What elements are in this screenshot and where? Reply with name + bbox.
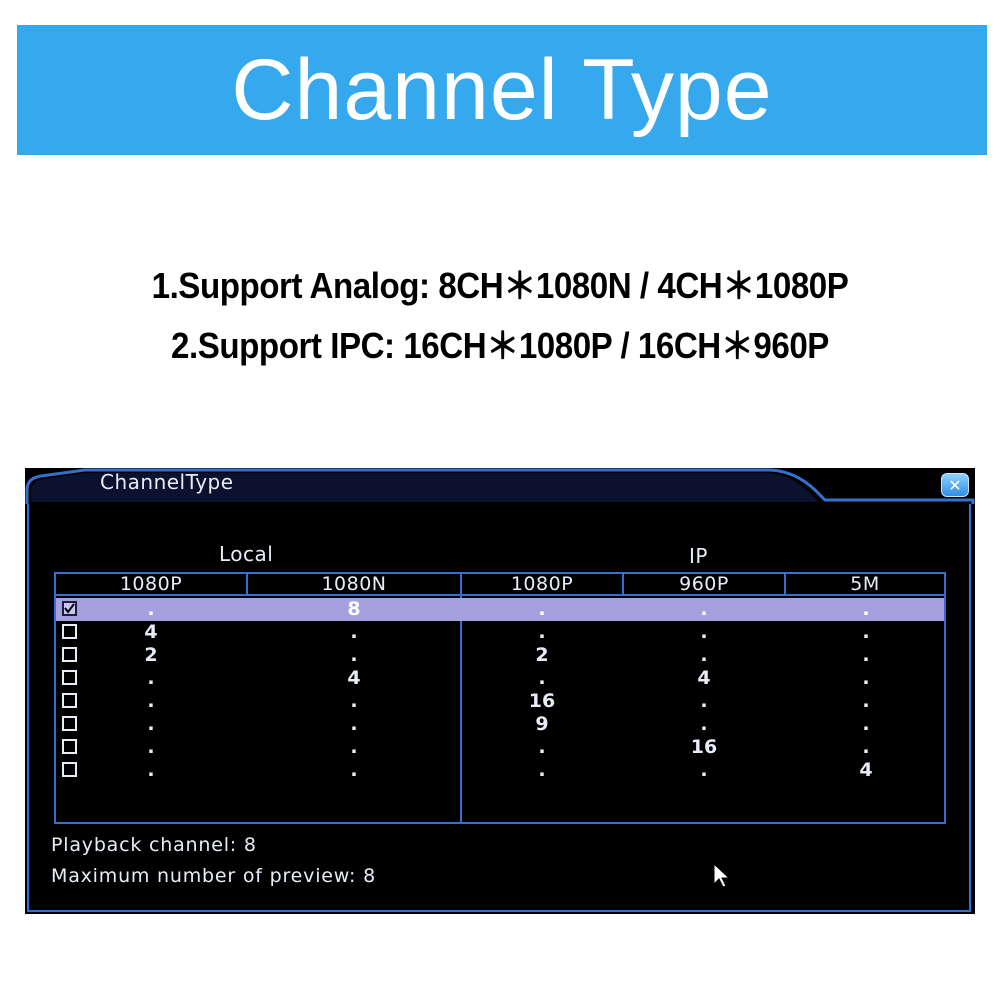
titlebar-frame — [25, 468, 975, 504]
close-button[interactable]: ✕ — [941, 473, 969, 497]
row-checkbox[interactable] — [62, 670, 77, 685]
table-cell: 4 — [859, 759, 873, 781]
table-cell: 4 — [347, 667, 361, 689]
col-ip-5m: 5M — [850, 573, 880, 595]
table-cell: . — [147, 759, 155, 781]
table-cell: 2 — [144, 644, 158, 666]
table-cell: . — [350, 644, 358, 666]
row-checkbox[interactable] — [62, 739, 77, 754]
table-cell: . — [350, 736, 358, 758]
table-cell: 4 — [144, 621, 158, 643]
feature-analog: 1.Support Analog: 8CH＊1080N / 4CH＊1080P — [151, 265, 849, 306]
table-cell: . — [700, 690, 708, 712]
table-cell: 2 — [535, 644, 549, 666]
table-cell: . — [147, 713, 155, 735]
table-cell: . — [147, 667, 155, 689]
row-checkbox[interactable] — [62, 693, 77, 708]
table-cell: 16 — [528, 690, 556, 712]
table-row[interactable]: . 4. 4. — [56, 667, 944, 690]
table-cell: 4 — [697, 667, 711, 689]
table-cell: . — [862, 713, 870, 735]
row-checkbox[interactable] — [62, 647, 77, 662]
window-body: Local IP 1080P 1080N 1080P 960P 5M .8...… — [27, 504, 971, 912]
table-cell: . — [700, 644, 708, 666]
table-cell: . — [538, 621, 546, 643]
table-cell: . — [862, 736, 870, 758]
table-cell: . — [700, 759, 708, 781]
divider — [622, 574, 624, 596]
table-row[interactable]: .. 16.. — [56, 690, 944, 713]
checkmark-icon — [64, 603, 75, 614]
table-row[interactable]: .... 4 — [56, 759, 944, 782]
table-cell: . — [538, 598, 546, 620]
table-cell: . — [538, 736, 546, 758]
feature-ipc: 2.Support IPC: 16CH＊1080P / 16CH＊960P — [171, 325, 829, 366]
table-cell: 8 — [347, 598, 361, 620]
table-cell: . — [862, 644, 870, 666]
playback-channel: Playback channel: 8 — [51, 834, 257, 856]
table-cell: 16 — [690, 736, 718, 758]
divider-local-ip — [460, 574, 462, 822]
table-header: 1080P 1080N 1080P 960P 5M — [56, 574, 944, 596]
table-cell: . — [147, 736, 155, 758]
table-cell: . — [862, 667, 870, 689]
table-cell: . — [862, 621, 870, 643]
mouse-cursor-icon — [713, 862, 731, 888]
row-checkbox[interactable] — [62, 716, 77, 731]
table-cell: . — [147, 690, 155, 712]
table-row[interactable]: 2. 2.. — [56, 644, 944, 667]
table-cell: . — [700, 598, 708, 620]
table-row[interactable]: ... 16. — [56, 736, 944, 759]
table-cell: . — [350, 621, 358, 643]
channel-type-window: ChannelType ✕ Local IP 1080P 1080N 1080P… — [25, 468, 975, 914]
table-row[interactable]: . 8... — [56, 598, 944, 621]
table-cell: . — [538, 759, 546, 781]
divider — [246, 574, 248, 596]
table-row[interactable]: .. 9.. — [56, 713, 944, 736]
table-cell: . — [350, 759, 358, 781]
table-cell: . — [350, 713, 358, 735]
table-cell: . — [700, 713, 708, 735]
max-preview: Maximum number of preview: 8 — [51, 865, 376, 887]
row-checkbox[interactable] — [62, 762, 77, 777]
group-label-local: Local — [219, 542, 274, 566]
window-title: ChannelType — [100, 470, 234, 494]
row-checkbox[interactable] — [62, 601, 77, 616]
col-local-1080p: 1080P — [119, 573, 183, 595]
col-local-1080n: 1080N — [321, 573, 387, 595]
close-icon: ✕ — [948, 475, 962, 495]
row-checkbox[interactable] — [62, 624, 77, 639]
group-label-ip: IP — [689, 544, 708, 568]
table-cell: . — [862, 598, 870, 620]
table-cell: . — [862, 690, 870, 712]
col-ip-960p: 960P — [679, 573, 729, 595]
table-cell: 9 — [535, 713, 549, 735]
table-cell: . — [350, 690, 358, 712]
banner-title: Channel Type — [231, 42, 773, 138]
channel-table: 1080P 1080N 1080P 960P 5M .8...4....2.2.… — [54, 572, 946, 824]
table-cell: . — [700, 621, 708, 643]
col-ip-1080p: 1080P — [510, 573, 574, 595]
table-row[interactable]: 4.... — [56, 621, 944, 644]
divider — [784, 574, 786, 596]
window-titlebar: ChannelType ✕ — [25, 468, 975, 504]
table-cell: . — [538, 667, 546, 689]
table-cell: . — [147, 598, 155, 620]
title-banner: Channel Type — [17, 25, 987, 155]
feature-list: 1.Support Analog: 8CH＊1080N / 4CH＊1080P … — [0, 265, 1000, 385]
